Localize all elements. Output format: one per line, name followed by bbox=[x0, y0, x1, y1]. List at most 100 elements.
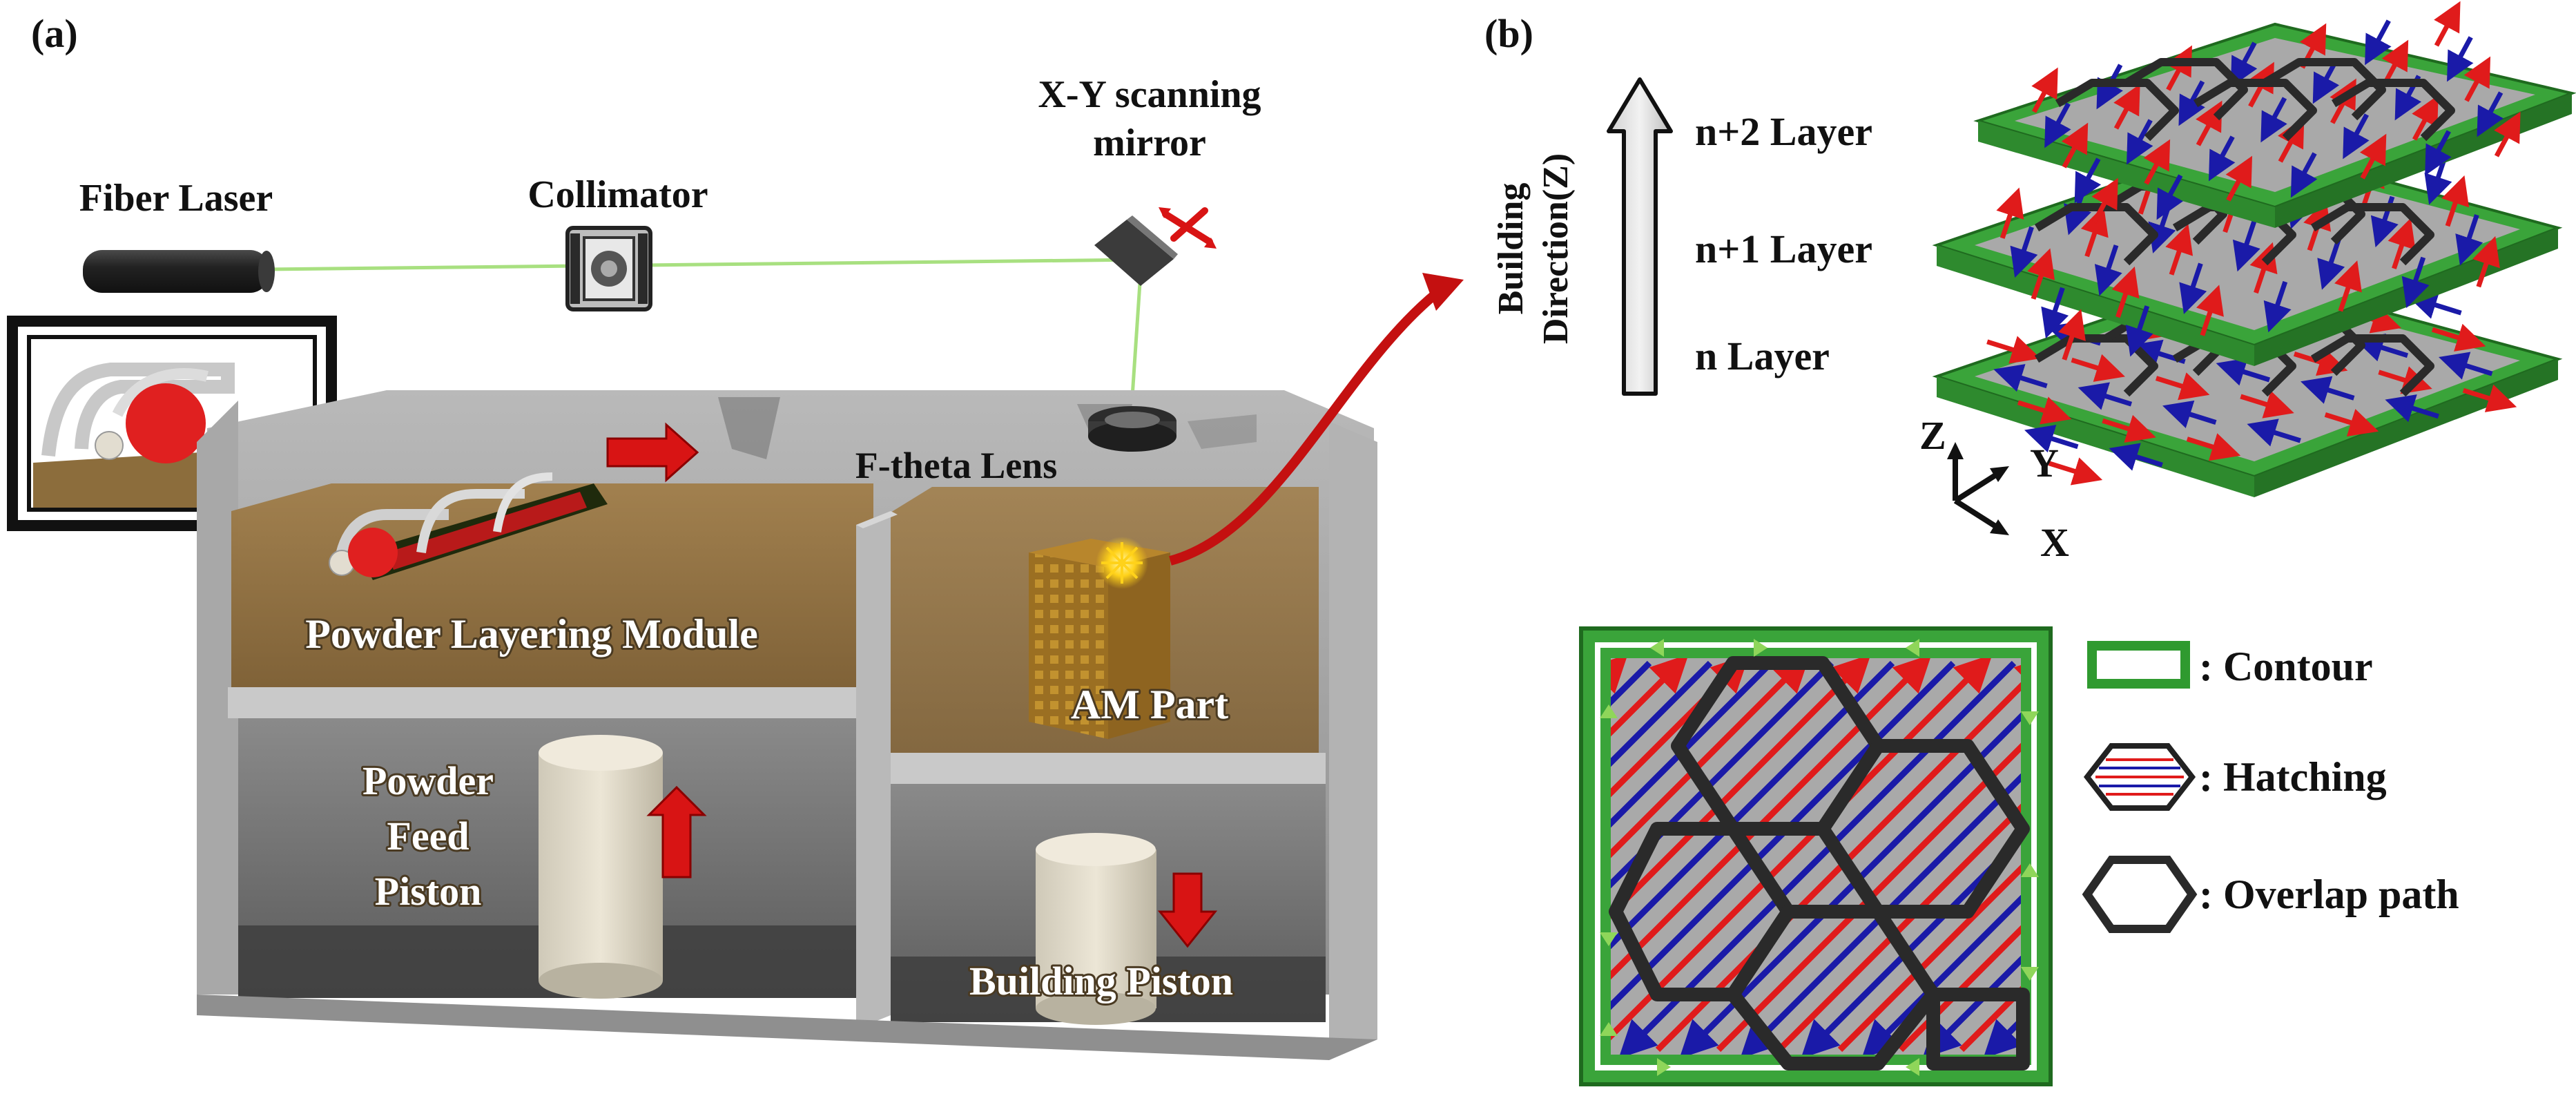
hatch-arrow bbox=[2477, 91, 2504, 137]
scan-strategy-topview bbox=[1579, 626, 2053, 1086]
layer-label-n-plus-1: n+1 Layer bbox=[1695, 227, 1872, 271]
hatch-arrow bbox=[2225, 155, 2253, 202]
hatch-arrow bbox=[2143, 139, 2171, 185]
hatch-arrow bbox=[2216, 358, 2271, 386]
hatch-arrow bbox=[2208, 135, 2236, 182]
hatch-arrow bbox=[2044, 102, 2071, 148]
hatch-arrow bbox=[1611, 660, 1713, 767]
hatch-arrow bbox=[2017, 396, 2072, 425]
hatch-arrow bbox=[1716, 742, 2021, 1053]
axes-triad bbox=[1947, 442, 2009, 535]
hatch-arrow bbox=[2408, 291, 2462, 319]
hatch-arrow bbox=[1898, 925, 2021, 1053]
hatch-arrow bbox=[2058, 309, 2086, 361]
hatch-arrow bbox=[2401, 256, 2430, 309]
hatch-arrow bbox=[2260, 97, 2287, 143]
hatch-arrow bbox=[2230, 41, 2258, 88]
contour-arrow bbox=[1657, 1058, 1671, 1076]
hatch-arrow bbox=[2091, 177, 2118, 224]
collimator bbox=[565, 226, 652, 311]
hatch-arrow bbox=[2102, 414, 2156, 443]
hatch-arrow bbox=[2179, 262, 2207, 314]
hatch-arrow bbox=[2381, 39, 2409, 86]
hatch-arrow bbox=[2240, 390, 2294, 419]
hatch-arrow bbox=[2412, 95, 2439, 141]
topview-overlap-paths bbox=[1609, 656, 2030, 1070]
hatch-arrow bbox=[2232, 220, 2260, 272]
powder-piston-up-arrow bbox=[646, 785, 707, 878]
link-arrow-to-panel-b bbox=[1169, 273, 1464, 566]
panel-b-label: (b) bbox=[1484, 11, 1533, 56]
building-direction-label-line2: Direction(Z) bbox=[1536, 153, 1576, 344]
layer-label-n-plus-2: n+2 Layer bbox=[1695, 109, 1872, 154]
hatch-arrow bbox=[2074, 157, 2102, 204]
hatch-arrow bbox=[2247, 61, 2274, 108]
hatch-arrow bbox=[1837, 864, 2021, 1053]
hatch-arrow bbox=[2439, 352, 2493, 380]
fiber-laser bbox=[83, 250, 275, 293]
contour-arrow bbox=[2021, 967, 2039, 981]
hatch-arrow bbox=[1611, 658, 1750, 798]
hatch-arrow bbox=[2343, 113, 2370, 160]
hatch-arrow bbox=[1611, 660, 1895, 950]
hatch-arrow bbox=[1618, 660, 2017, 1055]
building-direction-arrow bbox=[1607, 77, 1673, 396]
mirror-rotation-icon bbox=[1159, 207, 1217, 249]
hatch-arrow bbox=[2365, 19, 2392, 66]
scanning-mirror-label-line1: X-Y scanning bbox=[1038, 73, 1261, 116]
hatch-arrow bbox=[2071, 354, 2125, 382]
collimator-label: Collimator bbox=[527, 173, 708, 216]
hatch-arrow bbox=[2334, 260, 2362, 312]
hatch-arrow bbox=[2155, 372, 2210, 401]
building-piston-down-arrow bbox=[1157, 872, 1218, 948]
powder-feed-piston-label-line2: Feed bbox=[387, 814, 469, 858]
hatch-arrow bbox=[2263, 280, 2292, 333]
hatch-arrow bbox=[2447, 36, 2474, 82]
panel-a: (a) Fiber Laser Collimator bbox=[7, 11, 1464, 1060]
contour-arrow bbox=[2021, 711, 2039, 725]
layer-label-n: n Layer bbox=[1695, 334, 1830, 378]
hatch-arrow bbox=[2324, 409, 2379, 437]
axis-label-z: Z bbox=[1919, 413, 1946, 458]
hatch-arrow bbox=[1611, 658, 1689, 737]
hatch-arrow bbox=[2434, 1, 2461, 47]
hatch-arrow bbox=[2156, 174, 2183, 220]
legend-hatching-label: : Hatching bbox=[2199, 754, 2387, 800]
axis-label-y: Y bbox=[2030, 441, 2059, 486]
f-theta-lens-label: F-theta Lens bbox=[855, 445, 1057, 486]
am-part bbox=[1029, 537, 1170, 739]
hatch-arrow bbox=[2078, 382, 2133, 410]
building-piston-label: Building Piston bbox=[969, 959, 1233, 1003]
contour-arrow bbox=[1650, 639, 1664, 657]
hatch-arrow bbox=[1996, 187, 2024, 239]
hatch-arrow bbox=[1922, 955, 2021, 1055]
powder-feed-piston-label-line3: Piston bbox=[375, 869, 482, 914]
overlap-path-line bbox=[2262, 58, 2386, 121]
hatch-arrow bbox=[2010, 226, 2038, 278]
topview-hatching bbox=[1611, 658, 2021, 1055]
f-theta-lens bbox=[1088, 406, 1176, 452]
overlap-path-line bbox=[2310, 203, 2434, 266]
overlap-path-line bbox=[2310, 334, 2434, 397]
building-piston bbox=[1036, 833, 1156, 1025]
powder-layering-module-label: Powder Layering Module bbox=[305, 611, 758, 657]
hatch-arrow bbox=[2027, 248, 2055, 300]
legend-contour-swatch bbox=[2087, 641, 2190, 689]
hatch-arrow bbox=[2431, 323, 2486, 352]
hatch-arrow bbox=[2162, 400, 2217, 428]
contour-arrow bbox=[1600, 704, 1618, 718]
am-part-label: AM Part bbox=[1071, 682, 1228, 727]
contour-direction-arrows bbox=[1600, 639, 2039, 1076]
overlap-path-line bbox=[2124, 58, 2248, 121]
axis-label-x: X bbox=[2040, 520, 2069, 565]
hatch-arrow bbox=[2113, 84, 2140, 130]
hatch-arrow bbox=[2125, 305, 2153, 357]
hatch-arrow bbox=[2385, 394, 2439, 423]
legend: : Contour : Hatching : Overlap path bbox=[2082, 641, 2459, 933]
layer-n-plus-2 bbox=[1973, 1, 2576, 228]
powder-feed-piston bbox=[539, 735, 663, 999]
layer-n-plus-1 bbox=[1932, 114, 2563, 366]
hatch-arrow bbox=[2186, 433, 2241, 461]
hatch-arrow bbox=[2472, 236, 2500, 288]
hatch-arrow bbox=[2111, 266, 2140, 318]
